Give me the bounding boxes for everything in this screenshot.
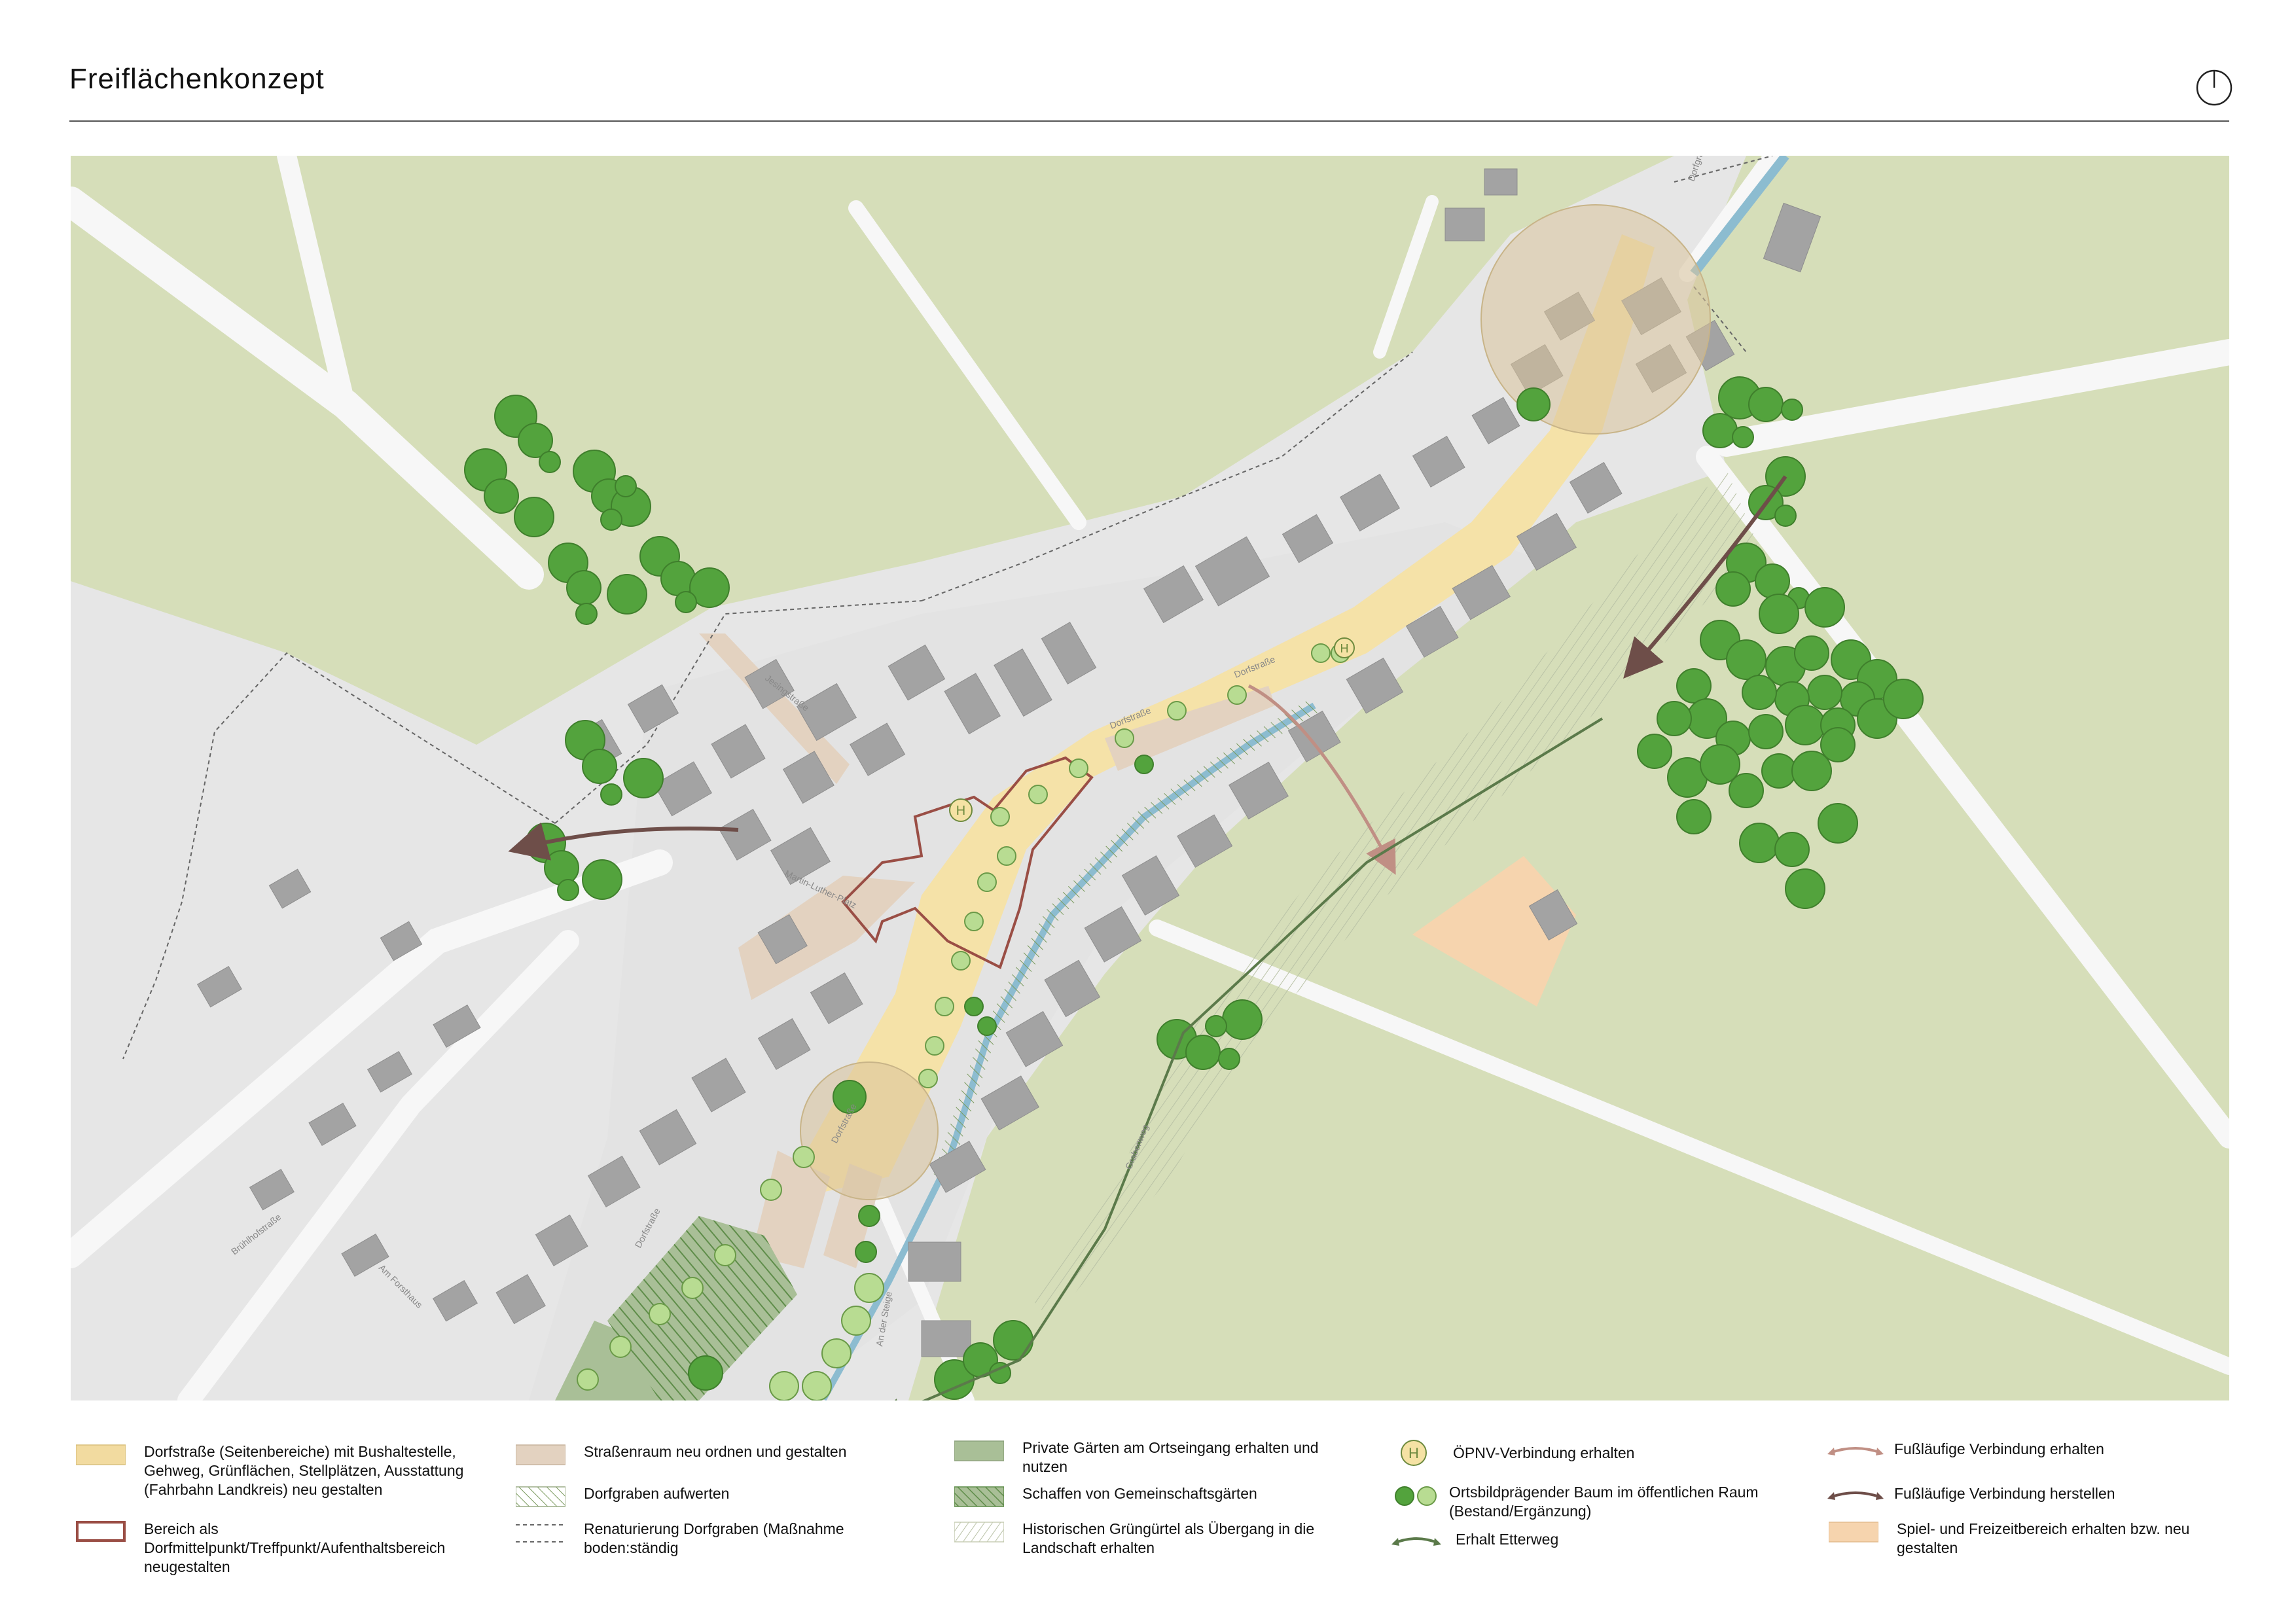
community-gardens	[607, 1216, 797, 1400]
bus-stop-icon-center: H	[949, 798, 973, 822]
site-plan-map: H H Dorfstraße Dorfstraße Dorfstraße Dor…	[71, 156, 2229, 1400]
tree-icon	[1395, 1486, 1437, 1506]
header-divider	[69, 120, 2229, 122]
bus-stop-icon-east: H	[1334, 637, 1355, 658]
legend-item-etterweg: Erhalt Etterweg	[1390, 1530, 1796, 1550]
legend-item-renaturierung: Renaturierung Dorfgraben (Maßnahme boden…	[516, 1520, 924, 1558]
legend-swatch-dorfmittelpunkt	[76, 1521, 126, 1542]
legend-swatch-renaturierung	[516, 1524, 565, 1543]
bus-stop-icon: H	[1401, 1440, 1427, 1466]
knot-area-south	[800, 1061, 939, 1200]
trees-existing	[464, 376, 1924, 1400]
knot-area-north	[1480, 204, 1711, 435]
footpath-keep	[1247, 684, 1396, 875]
legend-label: Fußläufige Verbindung herstellen	[1894, 1485, 2115, 1502]
legend-swatch-strassenraum	[516, 1444, 565, 1465]
legend-label: Dorfstraße (Seitenbereiche) mit Bushalte…	[144, 1443, 464, 1498]
legend-label: Renaturierung Dorfgraben (Maßnahme boden…	[584, 1520, 844, 1556]
etterweg-path	[877, 717, 1604, 1400]
legend-item-footpath-keep: Fußläufige Verbindung erhalten	[1826, 1440, 2234, 1459]
legend-label: ÖPNV-Verbindung erhalten	[1453, 1444, 1635, 1461]
legend-swatch-green-belt	[954, 1522, 1004, 1543]
legend-label: Bereich als Dorfmittelpunkt/Treffpunkt/A…	[144, 1520, 446, 1575]
historic-green-belt	[1033, 470, 1759, 1321]
legend-item-oepnv: H ÖPNV-Verbindung erhalten	[1398, 1438, 1793, 1467]
footpath-new-west	[508, 822, 739, 861]
legend-label: Fußläufige Verbindung erhalten	[1894, 1440, 2104, 1457]
road-network	[71, 156, 2229, 1400]
legend-label: Private Gärten am Ortseingang erhalten u…	[1022, 1439, 1319, 1475]
bus-stop-letter: H	[1340, 642, 1349, 655]
footpath-new-arrow-icon	[1827, 1491, 1884, 1500]
legend-label: Straßenraum neu ordnen und gestalten	[584, 1443, 847, 1460]
etterweg-arrow-icon	[1391, 1537, 1441, 1546]
page-title: Freiflächenkonzept	[69, 63, 325, 95]
trees-new	[577, 643, 1350, 1400]
dorfmittelpunkt-area	[841, 756, 1094, 969]
legend-item-play-area: Spiel- und Freizeitbereich erhalten bzw.…	[1829, 1520, 2224, 1558]
legend-swatch-community-gardens	[954, 1486, 1004, 1507]
legend-label: Historischen Grüngürtel als Übergang in …	[1022, 1520, 1315, 1556]
legend-label: Spiel- und Freizeitbereich erhalten bzw.…	[1897, 1520, 2190, 1556]
dorfgraben-water-north	[1690, 156, 1789, 277]
legend-item-dorfstrasse: Dorfstraße (Seitenbereiche) mit Bushalte…	[76, 1442, 484, 1499]
bus-stop-letter: H	[956, 804, 965, 818]
footpath-keep-arrow-icon	[1827, 1447, 1884, 1455]
buildings	[196, 168, 1821, 1357]
legend-swatch-dorfgraben	[516, 1486, 565, 1507]
legend-item-green-belt: Historischen Grüngürtel als Übergang in …	[954, 1520, 1363, 1558]
legend-label: Ortsbildprägender Baum im öffentlichen R…	[1449, 1484, 1759, 1520]
legend-item-footpath-new: Fußläufige Verbindung herstellen	[1826, 1484, 2234, 1504]
strassenraum-areas	[699, 633, 1275, 1268]
legend-item-strassenraum: Straßenraum neu ordnen und gestalten	[516, 1442, 924, 1466]
footpath-new-east	[1623, 475, 1787, 679]
legend-swatch-private-gardens	[954, 1440, 1004, 1461]
north-arrow-icon	[2196, 69, 2233, 106]
dorfgraben-upgrade	[933, 698, 1319, 1179]
legend-item-private-gardens: Private Gärten am Ortseingang erhalten u…	[954, 1438, 1363, 1476]
legend-label: Dorfgraben aufwerten	[584, 1485, 730, 1502]
bus-stop-letter: H	[1408, 1445, 1419, 1461]
legend-item-community-gardens: Schaffen von Gemeinschaftsgärten	[954, 1484, 1363, 1508]
legend-label: Erhalt Etterweg	[1456, 1531, 1559, 1548]
legend-item-dorfmittelpunkt: Bereich als Dorfmittelpunkt/Treffpunkt/A…	[76, 1520, 484, 1577]
play-area	[1412, 856, 1576, 1007]
legend-swatch-play-area	[1829, 1522, 1878, 1543]
legend-label: Schaffen von Gemeinschaftsgärten	[1022, 1485, 1257, 1502]
settlement-edge-lines	[122, 156, 1773, 1060]
legend-item-dorfgraben: Dorfgraben aufwerten	[516, 1484, 924, 1508]
legend-swatch-dorfstrasse	[76, 1444, 126, 1465]
legend-item-trees: Ortsbildprägender Baum im öffentlichen R…	[1394, 1483, 1789, 1521]
